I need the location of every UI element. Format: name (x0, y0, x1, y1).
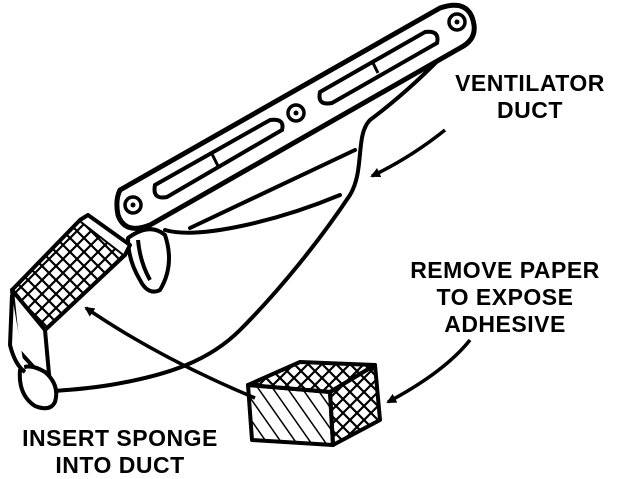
ventilator-duct-label: VENTILATOR DUCT (440, 70, 620, 124)
label-line: REMOVE PAPER (410, 257, 600, 283)
label-line: INTO DUCT (55, 452, 185, 478)
insert-sponge-arrow (84, 306, 256, 400)
label-line: INSERT SPONGE (22, 425, 218, 451)
label-line: TO EXPOSE (436, 284, 574, 310)
plate-slots (152, 29, 440, 200)
remove-paper-arrow (386, 338, 472, 404)
label-line: VENTILATOR (455, 70, 605, 96)
label-line: ADHESIVE (444, 311, 566, 337)
duct-end-clip (8, 294, 59, 411)
loose-sponge (246, 360, 382, 447)
callout-arrows (84, 128, 472, 404)
remove-paper-label: REMOVE PAPER TO EXPOSE ADHESIVE (385, 257, 625, 338)
duct-body (43, 46, 452, 394)
duct-outlet (126, 227, 171, 294)
installed-sponge (10, 213, 132, 387)
label-line: DUCT (497, 97, 563, 123)
ventilator-arrow (370, 128, 447, 178)
insert-sponge-label: INSERT SPONGE INTO DUCT (0, 425, 240, 479)
